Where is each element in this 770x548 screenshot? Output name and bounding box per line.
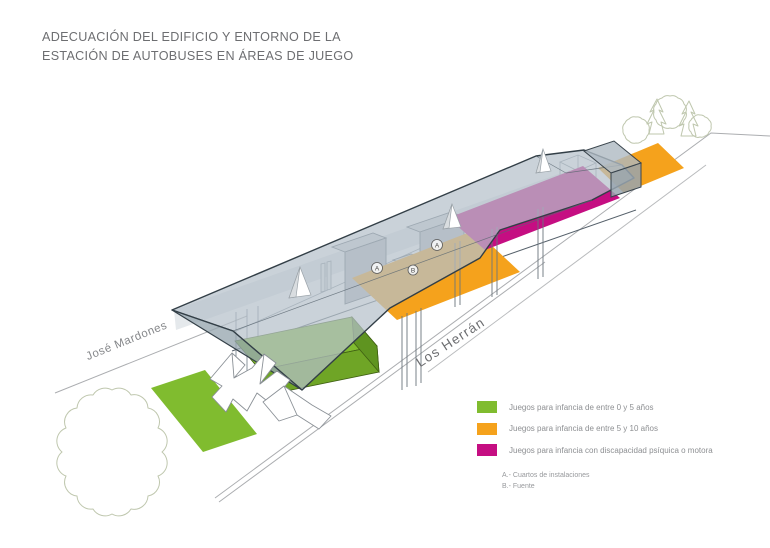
marker-letter-b: B xyxy=(411,268,415,275)
marker-letter-a: A xyxy=(375,266,380,273)
legend-swatch-orange xyxy=(477,422,497,435)
legend-note-b: B.- Fuente xyxy=(502,483,535,491)
sail-icon xyxy=(442,203,462,230)
legend: Juegos para infancia de entre 0 y 5 años… xyxy=(477,401,713,466)
tree-blob-icon xyxy=(622,116,650,144)
legend-swatch-green xyxy=(477,401,497,413)
marker-letter-a: A xyxy=(435,243,440,250)
street-los-herran-curb-3 xyxy=(427,164,707,373)
legend-row-disability: Juegos para infancia con discapacidad ps… xyxy=(477,444,713,456)
tree-cluster-northeast xyxy=(622,95,712,144)
legend-swatch-magenta xyxy=(477,444,497,456)
street-label-los-herran: Los Herrán xyxy=(413,314,487,369)
sail-icon xyxy=(288,266,312,299)
marker-a1: A xyxy=(371,262,383,274)
street-los-herran-curb-2 xyxy=(218,261,546,503)
marker-b: B xyxy=(407,264,419,276)
tree-blob-icon xyxy=(688,114,712,138)
page-title: ADECUACIÓN DEL EDIFICIO Y ENTORNO DE LA … xyxy=(42,28,353,66)
marker-circle xyxy=(407,264,419,276)
pilotis-columns xyxy=(401,207,544,390)
sail-icon xyxy=(535,147,552,174)
legend-note-a: A.- Cuartos de instalaciones xyxy=(502,472,590,479)
street-label-jose-mardones: José Mardones xyxy=(85,319,170,363)
green-play-patch-southwest xyxy=(151,370,257,452)
tree-blob-southwest xyxy=(56,387,168,517)
fir-tree-icon xyxy=(678,100,699,137)
legend-label: Juegos para infancia con discapacidad ps… xyxy=(509,445,713,455)
marker-a2: A xyxy=(431,239,443,251)
legend-label: Juegos para infancia de entre 0 y 5 años xyxy=(509,402,654,412)
legend-row-age-0-5: Juegos para infancia de entre 0 y 5 años xyxy=(477,401,713,413)
street-los-herran-curb-1 xyxy=(214,132,770,499)
page-title-line2: ESTACIÓN DE AUTOBUSES EN ÁREAS DE JUEGO xyxy=(42,48,354,63)
legend-label: Juegos para infancia de entre 5 y 10 año… xyxy=(509,424,658,433)
roof-tail-volume xyxy=(582,140,643,198)
marker-circle xyxy=(371,262,383,274)
fir-tree-icon xyxy=(646,98,667,135)
roof-sails xyxy=(288,147,552,299)
marker-circle xyxy=(431,239,443,251)
page-title-line1: ADECUACIÓN DEL EDIFICIO Y ENTORNO DE LA xyxy=(42,30,341,44)
zigzag-play-structure xyxy=(209,352,332,430)
tree-blob-icon xyxy=(653,95,687,129)
legend-row-age-5-10: Juegos para infancia de entre 5 y 10 año… xyxy=(477,422,713,435)
legend-notes: A.- Cuartos de instalaciones B.- Fuente xyxy=(502,470,590,493)
